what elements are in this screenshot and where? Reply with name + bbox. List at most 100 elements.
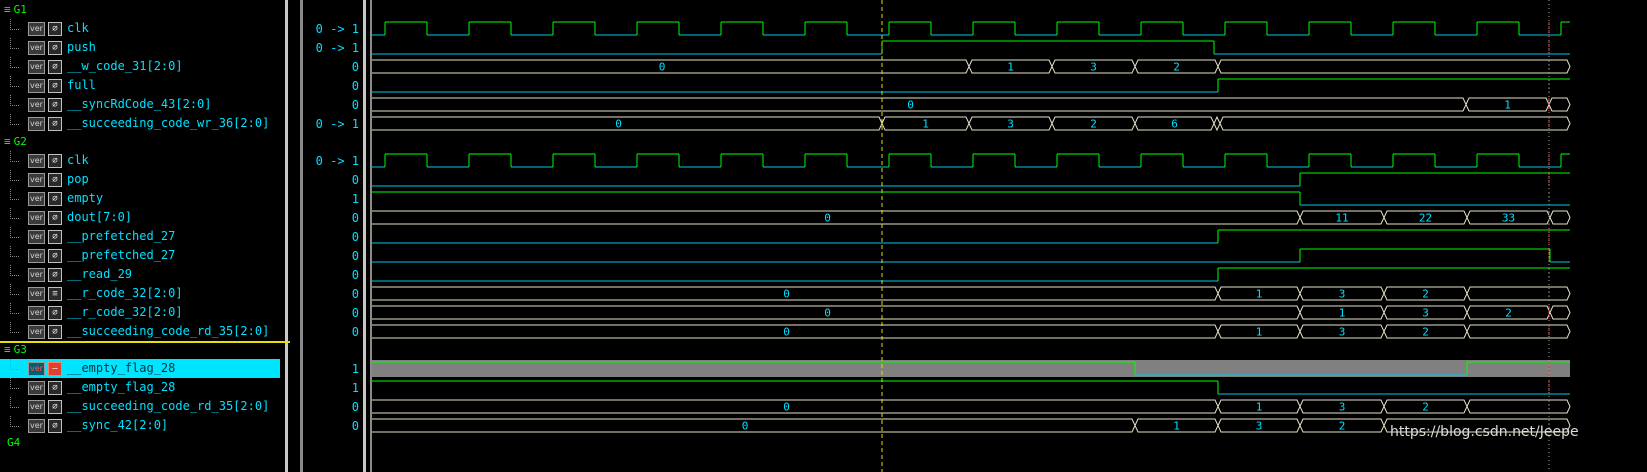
signal-row[interactable]: ver∅__succeeding_code_rd_35[2:0] — [0, 397, 280, 416]
group-expand-icon[interactable]: ≡ — [4, 135, 11, 148]
group-label: G1 — [13, 3, 27, 16]
minus-icon: — — [48, 362, 62, 376]
tree-connector — [10, 284, 19, 295]
bus-value-label: 2 — [1173, 61, 1180, 74]
tree-connector — [10, 38, 19, 49]
signal-row[interactable]: ver∅push — [0, 38, 280, 57]
signal-name: __syncRdCode_43[2:0] — [67, 97, 212, 111]
group-g4[interactable]: G4 — [4, 437, 20, 449]
group-expand-icon[interactable]: ≡ — [4, 3, 11, 16]
verilog-badge-icon: ver — [28, 325, 45, 339]
bus-segment — [372, 399, 1219, 414]
bus-segment — [1548, 97, 1571, 112]
bus-value-label: 0 — [783, 401, 790, 414]
bus-segment — [372, 324, 1219, 339]
bus-value-label: 6 — [1171, 118, 1178, 131]
signal-value: 0 — [351, 306, 359, 320]
bus-segment — [1213, 115, 1221, 132]
signal-row[interactable]: ver∅__succeeding_code_wr_36[2:0] — [0, 114, 280, 133]
signal-row[interactable]: ver∅ __succeeding_code_rd_35[2:0] — [0, 322, 280, 341]
signal-value: 0 — [351, 60, 359, 74]
tree-connector — [10, 151, 19, 162]
bus-value-label: 22 — [1419, 212, 1432, 225]
signal-value: 0 — [351, 98, 359, 112]
bus-value-label: 0 — [615, 118, 622, 131]
group-g2[interactable]: ≡G2 — [4, 136, 27, 148]
signal-value: 0 — [351, 287, 359, 301]
tree-connector — [10, 397, 19, 408]
signal-name: __r_code_32[2:0] — [67, 305, 183, 319]
group-divider — [0, 341, 290, 343]
signal-row[interactable]: ver∅pop — [0, 170, 280, 189]
signal-row[interactable]: ver∅__w_code_31[2:0] — [0, 57, 280, 76]
bus-value-label: 0 — [742, 420, 749, 433]
signal-row[interactable]: ver∅__syncRdCode_43[2:0] — [0, 95, 280, 114]
bus-segment — [372, 418, 1136, 433]
group-g1[interactable]: ≡G1 — [4, 4, 27, 16]
tree-connector — [10, 227, 19, 238]
signal-value: 0 — [351, 268, 359, 282]
bus-value-label: 3 — [1339, 326, 1346, 339]
bus-value-label: 3 — [1007, 118, 1014, 131]
signal-row[interactable]: ver∅dout[7:0] — [0, 208, 280, 227]
bus-value-label: 1 — [922, 118, 929, 131]
signal-name: clk — [67, 153, 89, 167]
verilog-badge-icon: ver — [28, 154, 45, 168]
bus-segment — [372, 305, 1301, 320]
verilog-badge-icon: ver — [28, 98, 45, 112]
signal-value: 0 — [351, 211, 359, 225]
selected-row-highlight — [372, 360, 1570, 377]
signal-value: 0 — [351, 249, 359, 263]
tree-connector — [10, 322, 19, 333]
signal-row[interactable]: ver∅__read_29 — [0, 265, 280, 284]
bus-segment — [372, 286, 1219, 301]
bus-value-label: 2 — [1422, 326, 1429, 339]
signal-value: 1 — [351, 362, 359, 376]
signal-icon: ∅ — [48, 173, 62, 187]
signal-row[interactable]: ver∅clk — [0, 19, 280, 38]
verilog-badge-icon: ver — [28, 362, 45, 376]
bus-value-label: 2 — [1339, 420, 1346, 433]
bus-value-label: 2 — [1422, 401, 1429, 414]
bus-value-label: 0 — [907, 99, 914, 112]
signal-row[interactable]: ver∅__r_code_32[2:0] — [0, 303, 280, 322]
signal-value: 0 — [351, 79, 359, 93]
signal-icon: ∅ — [48, 268, 62, 282]
signal-row[interactable]: ver∅__prefetched_27 — [0, 227, 280, 246]
signal-name: empty — [67, 191, 104, 205]
verilog-badge-icon: ver — [28, 381, 45, 395]
signal-row[interactable]: ver∅clk — [0, 151, 280, 170]
signal-icon: ∅ — [48, 325, 62, 339]
bus-value-label: 2 — [1090, 118, 1097, 131]
signal-icon: ∅ — [48, 230, 62, 244]
verilog-badge-icon: ver — [28, 249, 45, 263]
signal-row[interactable]: ver≡__r_code_32[2:0] — [0, 284, 280, 303]
bus-value-label: 3 — [1256, 420, 1263, 433]
verilog-badge-icon: ver — [28, 22, 45, 36]
signal-row[interactable]: ver—__empty_flag_28 — [0, 359, 280, 378]
signal-row[interactable]: ver∅empty — [0, 189, 280, 208]
tree-connector — [10, 359, 19, 370]
signal-row[interactable]: ver∅__empty_flag_28 — [0, 378, 280, 397]
bus-value-label: 3 — [1339, 288, 1346, 301]
signal-value: 0 — [351, 230, 359, 244]
tree-connector — [10, 76, 19, 87]
signal-icon: ∅ — [48, 41, 62, 55]
bus-value-label: 1 — [1256, 401, 1263, 414]
bus-segment — [372, 210, 1301, 225]
group-label: G4 — [7, 436, 21, 449]
tree-connector — [10, 265, 19, 276]
signal-row[interactable]: ver∅__prefetched_27 — [0, 246, 280, 265]
group-expand-icon[interactable]: ≡ — [4, 343, 11, 356]
group-g3[interactable]: ≡G3 — [4, 344, 27, 356]
signal-row[interactable]: ver∅__sync_42[2:0] — [0, 416, 280, 435]
value-splitter[interactable] — [363, 0, 372, 472]
bus-value-label: 0 — [659, 61, 666, 74]
signal-row[interactable]: ver∅full — [0, 76, 280, 95]
tree-splitter[interactable] — [285, 0, 303, 472]
signal-icon: ∅ — [48, 117, 62, 131]
signal-icon: ∅ — [48, 79, 62, 93]
tree-connector — [10, 246, 19, 257]
signal-name: __succeeding_code_rd_35[2:0] — [67, 324, 270, 338]
